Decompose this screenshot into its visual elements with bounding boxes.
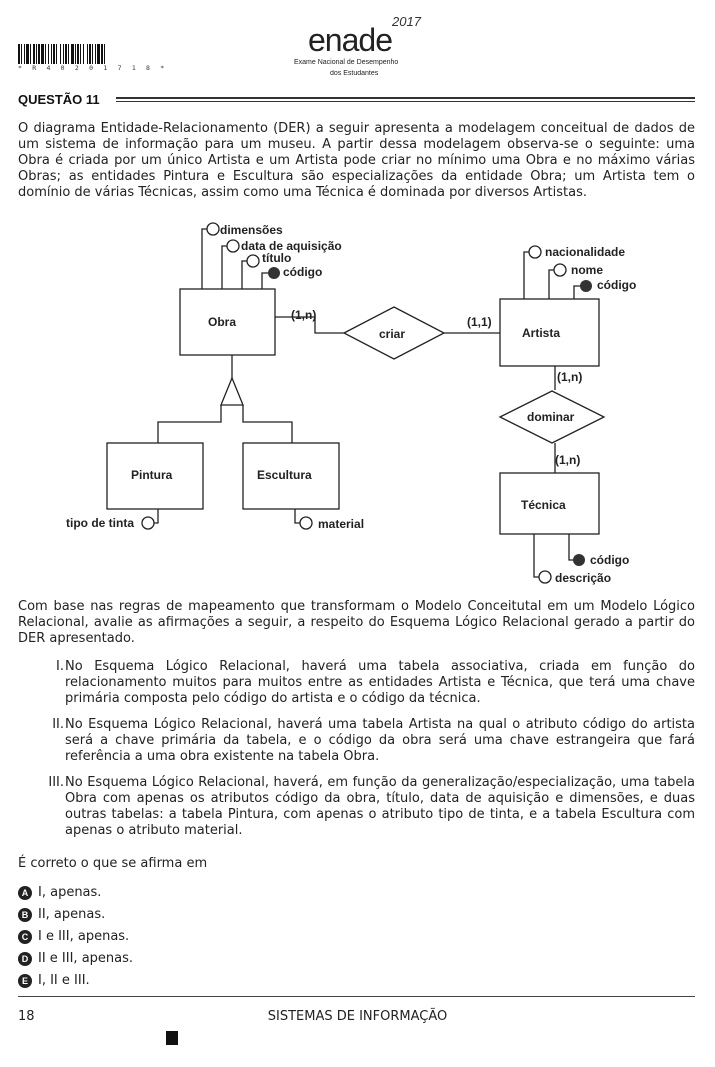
statement-text: No Esquema Lógico Relacional, haverá uma… <box>65 659 695 706</box>
specialization-triangle <box>220 376 244 406</box>
statement-text: No Esquema Lógico Relacional, haverá uma… <box>65 717 695 764</box>
entity-escultura-box <box>242 442 340 510</box>
option-text: I, II e III. <box>38 973 90 988</box>
attribute-tecnica-codigo-label: código <box>590 553 629 567</box>
key-attribute-artista-codigo <box>580 280 592 292</box>
entity-obra-box <box>179 288 276 356</box>
attribute-descricao-circle <box>538 570 552 584</box>
title-divider <box>116 97 695 102</box>
footer-divider <box>18 996 695 997</box>
option-letter-badge: C <box>18 930 32 944</box>
attribute-tipo-tinta-circle <box>141 516 155 530</box>
answer-option-c[interactable]: C I e III, apenas. <box>18 929 129 945</box>
cardinality-artista-dominar: (1,n) <box>557 370 582 384</box>
entity-artista-label: Artista <box>522 326 560 340</box>
answer-option-e[interactable]: E I, II e III. <box>18 973 90 989</box>
attribute-data-label: data de aquisição <box>241 239 342 253</box>
option-text: I, apenas. <box>38 885 102 900</box>
attribute-nacionalidade-label: nacionalidade <box>545 245 625 259</box>
page-number: 18 <box>18 1009 35 1024</box>
option-letter-badge: A <box>18 886 32 900</box>
entity-obra-label: Obra <box>208 315 236 329</box>
attribute-dimensoes-label: dimensões <box>220 223 283 237</box>
attribute-material-circle <box>299 516 313 530</box>
cardinality-tecnica-dominar: (1,n) <box>555 453 580 467</box>
barcode-digits: * R 4 0 2 0 1 7 1 8 * <box>18 64 168 72</box>
er-diagram: Obra Artista Pintura Escultura Técnica c… <box>66 222 636 585</box>
entity-escultura-label: Escultura <box>257 468 312 482</box>
entity-tecnica-label: Técnica <box>521 498 566 512</box>
attribute-nome-circle <box>553 263 567 277</box>
answer-option-b[interactable]: B II, apenas. <box>18 907 105 923</box>
attribute-data-circle <box>226 239 240 253</box>
attribute-descricao-label: descrição <box>555 571 611 585</box>
question-prompt: É correto o que se afirma em <box>18 856 208 871</box>
answer-option-a[interactable]: A I, apenas. <box>18 885 101 901</box>
question-intro: O diagrama Entidade-Relacionamento (DER)… <box>18 121 695 200</box>
enade-logo-word: enade <box>308 22 393 58</box>
attribute-artista-codigo-label: código <box>597 278 636 292</box>
attribute-titulo-circle <box>246 254 260 268</box>
option-text: II, apenas. <box>38 907 106 922</box>
entity-pintura-box <box>106 442 204 510</box>
option-text: II e III, apenas. <box>38 951 134 966</box>
enade-logo-year: 2017 <box>392 14 421 29</box>
cardinality-artista-criar: (1,1) <box>467 315 492 329</box>
attribute-material-label: material <box>318 517 364 531</box>
entity-pintura-label: Pintura <box>131 468 173 482</box>
key-attribute-tecnica-codigo <box>573 554 585 566</box>
key-attribute-obra-codigo <box>268 267 280 279</box>
attribute-nome-label: nome <box>571 263 603 277</box>
answer-option-d[interactable]: D II e III, apenas. <box>18 951 133 967</box>
statement-number: III. <box>48 775 64 790</box>
cardinality-obra-criar: (1,n) <box>291 308 316 322</box>
attribute-nacionalidade-circle <box>528 245 542 259</box>
enade-logo-subtitle-2: dos Estudantes <box>330 70 379 76</box>
option-letter-badge: E <box>18 974 32 988</box>
statement-text: No Esquema Lógico Relacional, haverá, em… <box>65 775 695 838</box>
option-text: I e III, apenas. <box>38 929 130 944</box>
course-name: SISTEMAS DE INFORMAÇÃO <box>267 1009 448 1024</box>
attribute-dimensoes-circle <box>206 222 220 236</box>
option-letter-badge: D <box>18 952 32 966</box>
statement-number: I. <box>56 659 64 674</box>
entity-tecnica-box <box>499 472 600 535</box>
relationship-dominar-label: dominar <box>527 410 575 424</box>
attribute-titulo-label: título <box>262 251 291 265</box>
question-lead: Com base nas regras de mapeamento que tr… <box>18 599 695 646</box>
barcode-image <box>18 44 105 64</box>
registration-mark <box>166 1031 178 1045</box>
statement-number: II. <box>52 717 64 732</box>
attribute-tipo-tinta-label: tipo de tinta <box>66 516 134 530</box>
relationship-dominar-diamond <box>498 390 606 444</box>
attribute-obra-codigo-label: código <box>283 265 322 279</box>
relationship-criar-label: criar <box>379 327 405 341</box>
question-title: QUESTÃO 11 <box>18 92 100 107</box>
enade-logo-subtitle: Exame Nacional de Desempenho <box>294 59 399 66</box>
option-letter-badge: B <box>18 908 32 922</box>
